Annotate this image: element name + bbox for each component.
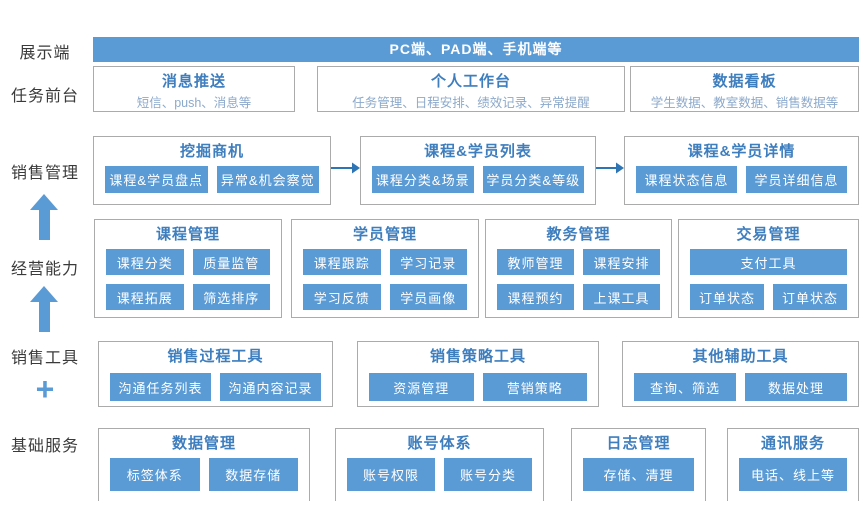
panel-title: 其他辅助工具 (692, 348, 789, 365)
account-system-panel: 账号体系 账号权限 账号分类 (335, 428, 544, 501)
panel-subtitle: 学生数据、教室数据、销售数据等 (650, 96, 839, 110)
feature-chip: 教师管理 (497, 249, 574, 275)
panel-title: 数据管理 (171, 435, 236, 452)
feature-chip: 资源管理 (369, 373, 474, 401)
panel-title: 消息推送 (161, 73, 226, 90)
right-arrow-icon (596, 162, 624, 174)
feature-chip: 课程&学员盘点 (105, 166, 208, 193)
feature-chip: 沟通任务列表 (110, 373, 211, 401)
panel-title: 教务管理 (546, 226, 611, 243)
panel-title: 日志管理 (606, 435, 671, 452)
feature-chip: 订单状态 (773, 284, 847, 310)
feature-chip: 课程安排 (583, 249, 660, 275)
feature-chip: 学员分类&等级 (482, 166, 584, 193)
feature-chip: 课程跟踪 (303, 249, 381, 275)
feature-chip: 存储、清理 (583, 458, 694, 491)
feature-chip: 学习记录 (389, 249, 467, 275)
feature-chip: 课程分类 (106, 249, 184, 275)
feature-chip: 标签体系 (110, 458, 200, 491)
up-arrow-icon (30, 194, 58, 240)
feature-chip: 质量监管 (192, 249, 270, 275)
layer-label-sales-tools: 销售工具 (10, 350, 79, 367)
layer-label-display: 展示端 (19, 45, 71, 62)
feature-chip: 筛选排序 (192, 284, 270, 310)
layer-label-sales-mgmt: 销售管理 (10, 165, 79, 182)
panel-title: 挖掘商机 (179, 143, 244, 160)
feature-chip: 课程拓展 (106, 284, 184, 310)
panel-title: 数据看板 (712, 73, 777, 90)
feature-chip: 查询、筛选 (634, 373, 736, 401)
feature-chip: 订单状态 (690, 284, 764, 310)
feature-chip: 电话、线上等 (739, 458, 847, 491)
feature-chip: 支付工具 (690, 249, 847, 275)
feature-chip: 课程状态信息 (636, 166, 737, 193)
panel-title: 销售过程工具 (167, 348, 264, 365)
other-aux-tools-panel: 其他辅助工具 查询、筛选 数据处理 (622, 341, 859, 407)
course-mgmt-panel: 课程管理 课程分类 质量监管 课程拓展 筛选排序 (94, 219, 282, 318)
sales-strategy-tools-panel: 销售策略工具 资源管理 营销策略 (357, 341, 599, 407)
panel-subtitle: 短信、push、消息等 (136, 96, 252, 110)
layer-label-task-front: 任务前台 (10, 88, 79, 105)
panel-title: 个人工作台 (430, 73, 511, 90)
feature-chip: 学员画像 (389, 284, 467, 310)
feature-chip: 课程预约 (497, 284, 574, 310)
data-mgmt-panel: 数据管理 标签体系 数据存储 (98, 428, 310, 501)
course-student-detail-panel: 课程&学员详情 课程状态信息 学员详细信息 (624, 136, 859, 205)
feature-chip: 营销策略 (482, 373, 587, 401)
transaction-mgmt-panel: 交易管理 支付工具 订单状态 订单状态 (678, 219, 859, 318)
right-arrow-icon (331, 162, 360, 174)
feature-chip: 学习反馈 (303, 284, 381, 310)
panel-title: 销售策略工具 (429, 348, 526, 365)
panel-title: 交易管理 (736, 226, 801, 243)
course-student-list-panel: 课程&学员列表 课程分类&场景 学员分类&等级 (360, 136, 596, 205)
panel-title: 账号体系 (407, 435, 472, 452)
feature-chip: 异常&机会察觉 (216, 166, 319, 193)
log-mgmt-panel: 日志管理 存储、清理 (571, 428, 706, 501)
message-push-panel: 消息推送 短信、push、消息等 (93, 66, 295, 112)
layer-label-basic-services: 基础服务 (10, 438, 79, 455)
student-mgmt-panel: 学员管理 课程跟踪 学习记录 学习反馈 学员画像 (291, 219, 479, 318)
communication-service-panel: 通讯服务 电话、线上等 (727, 428, 859, 501)
panel-title: 课程&学员详情 (687, 143, 796, 160)
feature-chip: 数据处理 (745, 373, 847, 401)
up-arrow-icon (30, 286, 58, 332)
sales-process-tools-panel: 销售过程工具 沟通任务列表 沟通内容记录 (98, 341, 333, 407)
feature-chip: 账号分类 (444, 458, 532, 491)
personal-workspace-panel: 个人工作台 任务管理、日程安排、绩效记录、异常提醒 (317, 66, 625, 112)
feature-chip: 上课工具 (583, 284, 660, 310)
feature-chip: 数据存储 (208, 458, 298, 491)
layer-label-operating: 经营能力 (10, 261, 79, 278)
feature-chip: 账号权限 (347, 458, 435, 491)
feature-chip: 课程分类&场景 (372, 166, 474, 193)
panel-title: 课程管理 (155, 226, 220, 243)
academic-mgmt-panel: 教务管理 教师管理 课程安排 课程预约 上课工具 (485, 219, 672, 318)
panel-title: 学员管理 (352, 226, 417, 243)
data-dashboard-panel: 数据看板 学生数据、教室数据、销售数据等 (630, 66, 859, 112)
plus-icon: + (35, 371, 55, 407)
feature-chip: 学员详细信息 (746, 166, 847, 193)
panel-title: 课程&学员列表 (424, 143, 532, 160)
panel-title: 通讯服务 (760, 435, 825, 452)
feature-chip: 沟通内容记录 (220, 373, 321, 401)
panel-subtitle: 任务管理、日程安排、绩效记录、异常提醒 (352, 96, 590, 110)
opportunity-mining-panel: 挖掘商机 课程&学员盘点 异常&机会察觉 (93, 136, 331, 205)
client-bar: PC端、PAD端、手机端等 (93, 37, 859, 62)
